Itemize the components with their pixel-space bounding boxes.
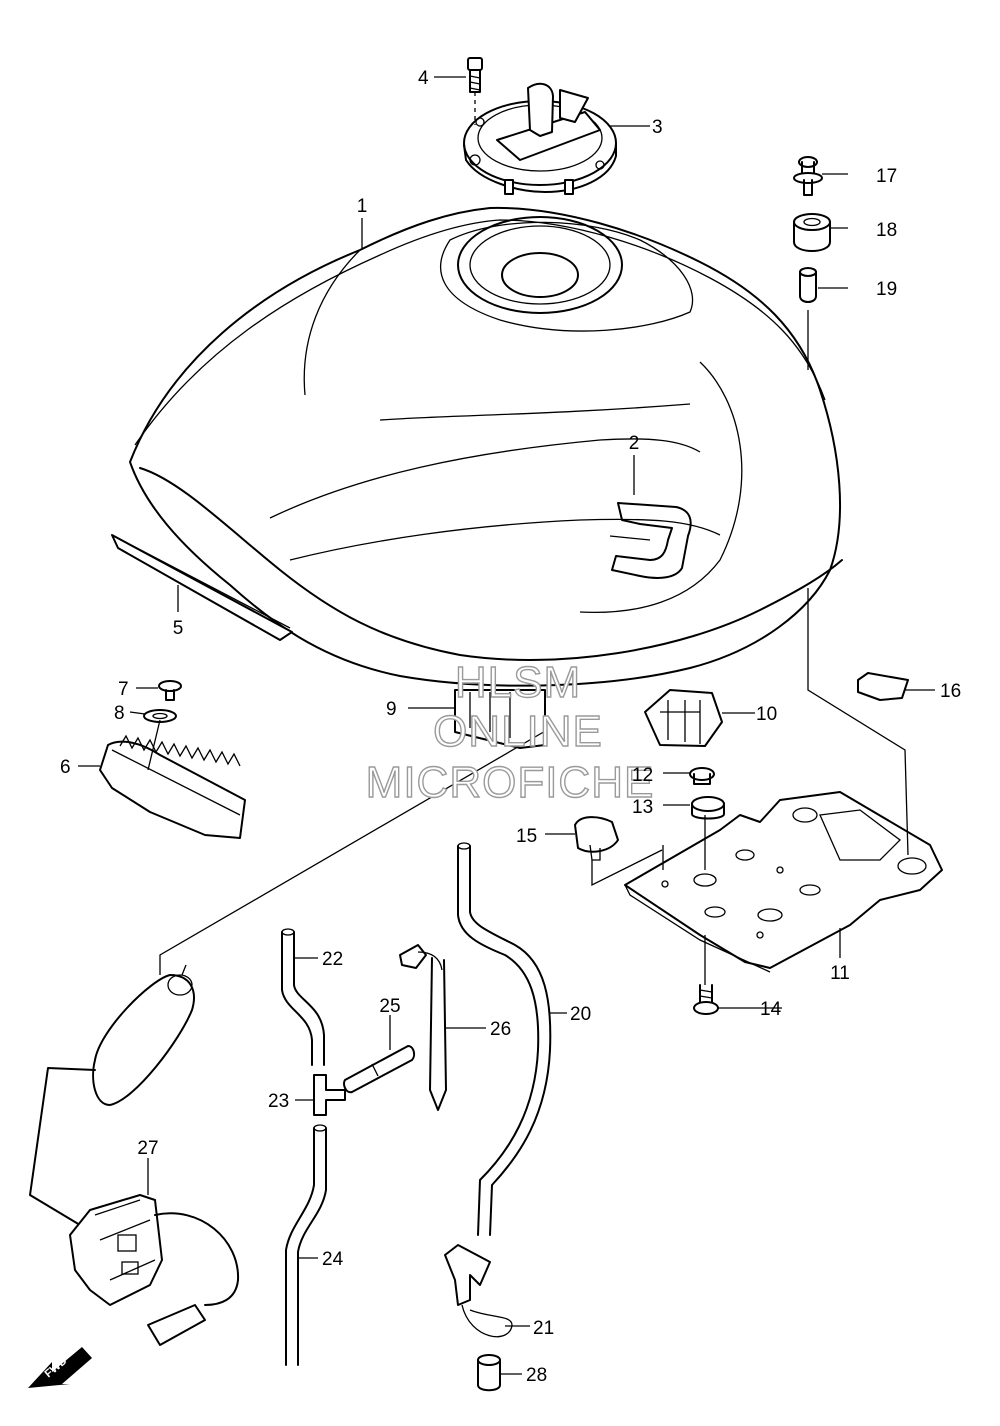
callout-4: 4: [418, 68, 429, 89]
tank-cushion-strip: [111, 534, 293, 641]
callout-14: 14: [760, 999, 782, 1020]
leader-lines: [78, 76, 935, 1375]
callout-2: 2: [629, 433, 640, 454]
fuel-level-gauge: [29, 964, 240, 1346]
short-hose: [342, 1045, 416, 1094]
callout-9: 9: [386, 699, 397, 720]
callout-22: 22: [322, 949, 343, 970]
tank-emblem: [609, 502, 692, 579]
callout-5: 5: [173, 618, 184, 639]
callout-27: 27: [137, 1138, 158, 1159]
callout-7: 7: [118, 679, 129, 700]
callout-25: 25: [379, 996, 400, 1017]
callout-13: 13: [632, 797, 653, 818]
callout-23: 23: [268, 1091, 289, 1112]
watermark-line-3: MICROFICHE: [366, 758, 655, 807]
watermark-line-2: ONLINE: [433, 707, 603, 756]
mounting-plate: [624, 791, 943, 973]
fwd-direction-badge: FWD: [28, 1347, 92, 1388]
callout-24: 24: [322, 1249, 344, 1270]
sensor: [399, 944, 447, 1111]
watermark: HLSM ONLINE MICROFICHE: [365, 657, 655, 807]
callout-3: 3: [652, 117, 663, 138]
tank-side-bracket: [99, 680, 246, 839]
fuel-tank: [129, 206, 843, 687]
cushion: [691, 796, 725, 820]
callout-16: 16: [940, 681, 961, 702]
callout-6: 6: [60, 757, 71, 778]
callout-18: 18: [876, 220, 897, 241]
cap-screw: [467, 57, 483, 125]
drain-hose: [457, 842, 552, 1236]
callout-8: 8: [114, 703, 125, 724]
callout-1: 1: [357, 196, 368, 217]
plate-cap: [574, 816, 619, 861]
tank-pad: [857, 672, 909, 701]
rear-bolt: [793, 156, 823, 196]
tank-rear-bracket: [454, 689, 546, 749]
rear-collar: [799, 267, 817, 303]
callout-17: 17: [876, 166, 897, 187]
callout-12: 12: [632, 765, 653, 786]
collar: [689, 767, 715, 785]
breather-hose-lower: [285, 1124, 327, 1366]
callout-numbers: 1 2 3 4 5 6 7 8 9 10 11 12 13 14 15 16 1…: [60, 68, 961, 1386]
callout-21: 21: [533, 1318, 554, 1339]
fuel-cap: [463, 82, 617, 195]
rear-damper: [793, 213, 831, 252]
callout-26: 26: [490, 1019, 511, 1040]
rubber-mount: [644, 689, 723, 747]
callout-19: 19: [876, 279, 897, 300]
small-collar: [477, 1354, 501, 1392]
breather-hose-upper: [281, 928, 325, 1066]
callout-10: 10: [756, 704, 777, 725]
callout-20: 20: [570, 1004, 591, 1025]
callout-28: 28: [526, 1365, 547, 1386]
hose-clamp: [444, 1244, 513, 1338]
callout-11: 11: [830, 963, 850, 984]
callout-15: 15: [516, 826, 537, 847]
hose-joint: [313, 1074, 346, 1116]
plate-bolt: [693, 984, 719, 1015]
watermark-line-1: HLSM: [455, 658, 581, 707]
